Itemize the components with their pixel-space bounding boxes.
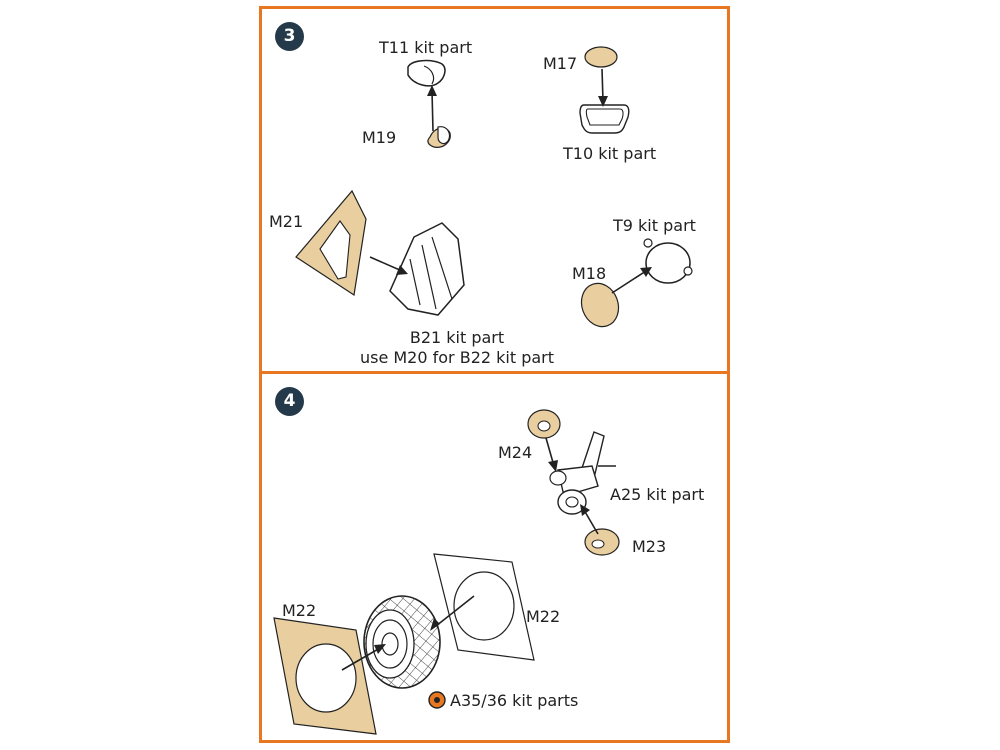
label-t11: T11 kit part [379, 38, 473, 57]
step-4-panel: 4 [259, 371, 730, 743]
label-b22-note: use M20 for B22 kit part [359, 348, 555, 367]
label-m19: M19 [362, 128, 397, 147]
m22-left-arrow-head [374, 644, 386, 654]
b21-part-detail-2 [431, 236, 453, 300]
m23-arrow-head [580, 504, 590, 516]
t10-part-inner [585, 108, 624, 126]
label-m22-left: M22 [282, 601, 317, 620]
m21-part-window [319, 220, 351, 280]
m18-arrow [611, 270, 647, 294]
wheel-hub-center [381, 632, 399, 656]
m23-arrow [583, 509, 599, 535]
a25-knuckle [549, 470, 567, 486]
m18-arrow-head [640, 267, 652, 277]
m19-part-white [437, 126, 451, 145]
m22-right-arrow [435, 595, 475, 627]
step-3-badge: 3 [275, 22, 304, 51]
t9-tab-1 [643, 238, 653, 248]
step-4-illustration [273, 409, 620, 735]
label-a25: A25 kit part [610, 485, 705, 504]
m17-part [584, 46, 618, 68]
m22-right-arrow-head [430, 618, 440, 631]
label-t10: T10 kit part [563, 144, 657, 163]
label-t9: T9 kit part [613, 216, 696, 235]
m23-part-hole [591, 539, 605, 549]
label-m18: M18 [572, 264, 607, 283]
t9-tab-2 [683, 266, 693, 276]
label-m17: M17 [543, 54, 578, 73]
t11-part-detail [423, 65, 435, 85]
m18-part [580, 282, 620, 328]
label-m22-right: M22 [526, 607, 561, 626]
m19-arrow [431, 90, 434, 132]
label-m21: M21 [269, 212, 304, 231]
step-4-badge: 4 [275, 387, 304, 416]
m17-arrow-head [598, 96, 608, 107]
t9-part [645, 242, 691, 284]
m17-arrow [601, 68, 604, 102]
step-3-panel: 3 [259, 6, 730, 374]
m24-arrow-head [548, 460, 558, 472]
m21-arrow [369, 256, 403, 272]
label-a35: A35/36 kit parts [450, 691, 579, 710]
m19-arrow-head [427, 85, 437, 96]
m22-right-hole [453, 571, 515, 641]
label-m24: M24 [498, 443, 533, 462]
t11-part [407, 59, 446, 87]
m22-right-sheet [433, 553, 535, 661]
b21-part-detail-1 [421, 244, 437, 310]
a35-marker-icon-inner [434, 697, 440, 703]
m21-arrow-head [396, 265, 408, 275]
m22-left-arrow [341, 647, 381, 671]
m22-left-hole [295, 643, 357, 713]
a25-wheel-hub-inner [565, 496, 579, 508]
step-3-illustration [295, 46, 693, 328]
m24-part-hole [537, 420, 551, 432]
label-m23: M23 [632, 537, 667, 556]
a25-fork [557, 465, 599, 497]
b21-part-detail-3 [409, 258, 421, 306]
label-b21: B21 kit part [409, 328, 505, 347]
